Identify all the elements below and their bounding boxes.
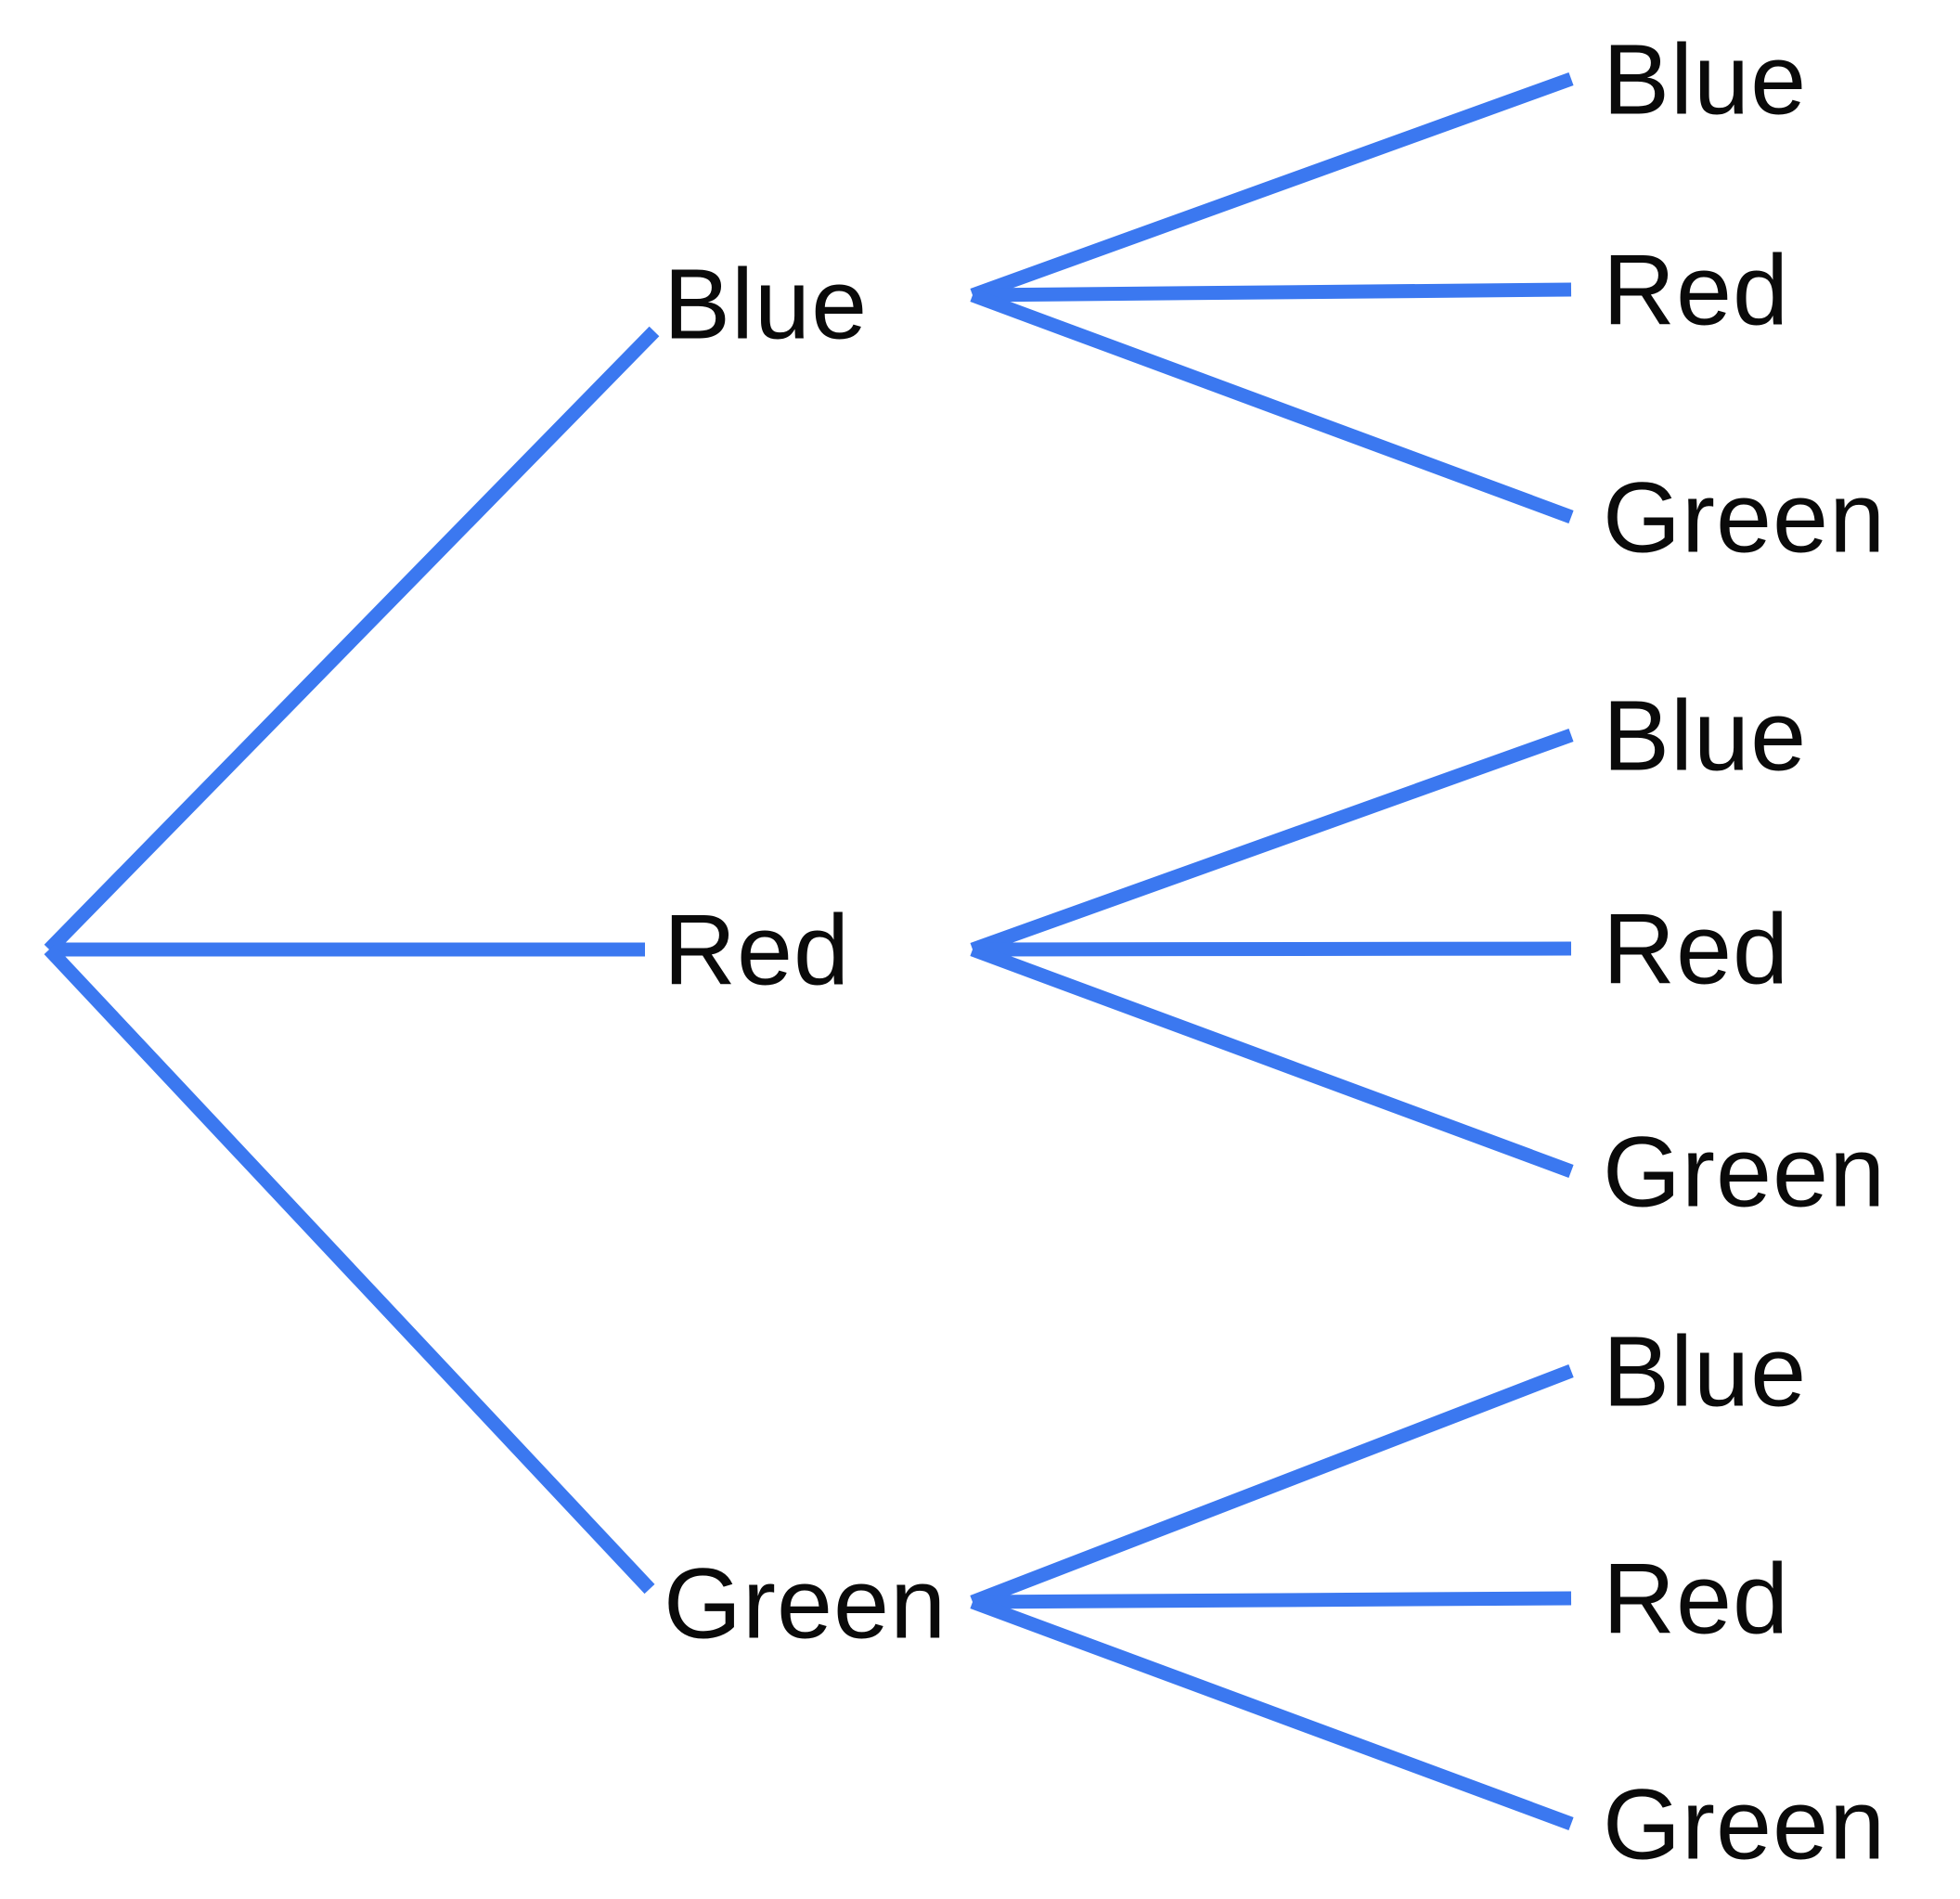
node-label-leaf: Green (1603, 1116, 1886, 1228)
node-label-leaf: Green (1603, 1768, 1886, 1880)
node-label-leaf: Red (1603, 893, 1789, 1005)
branch-line-level2 (972, 941, 1572, 957)
node-label-leaf: Blue (1603, 679, 1807, 792)
node-label-leaf: Blue (1603, 1315, 1807, 1427)
branch-line-level2 (972, 282, 1572, 303)
node-label-level1: Red (664, 894, 850, 1006)
branch-line-level2 (970, 942, 1574, 1179)
node-label-level1: Blue (664, 248, 868, 360)
node-label-leaf: Red (1603, 1543, 1789, 1655)
node-label-leaf: Blue (1603, 23, 1807, 136)
branch-line-level2 (970, 71, 1574, 303)
node-label-leaf: Green (1603, 461, 1886, 574)
branch-line-level2 (970, 728, 1574, 957)
branch-line-level2 (970, 1595, 1574, 1831)
node-label-level1: Green (664, 1547, 947, 1660)
branch-line-level1 (44, 944, 655, 1595)
branch-line-level1 (44, 326, 660, 955)
branch-line-level2 (970, 1364, 1574, 1608)
node-label-leaf: Red (1603, 234, 1789, 346)
branch-line-level2 (970, 288, 1574, 524)
branch-line-level2 (972, 1591, 1572, 1609)
